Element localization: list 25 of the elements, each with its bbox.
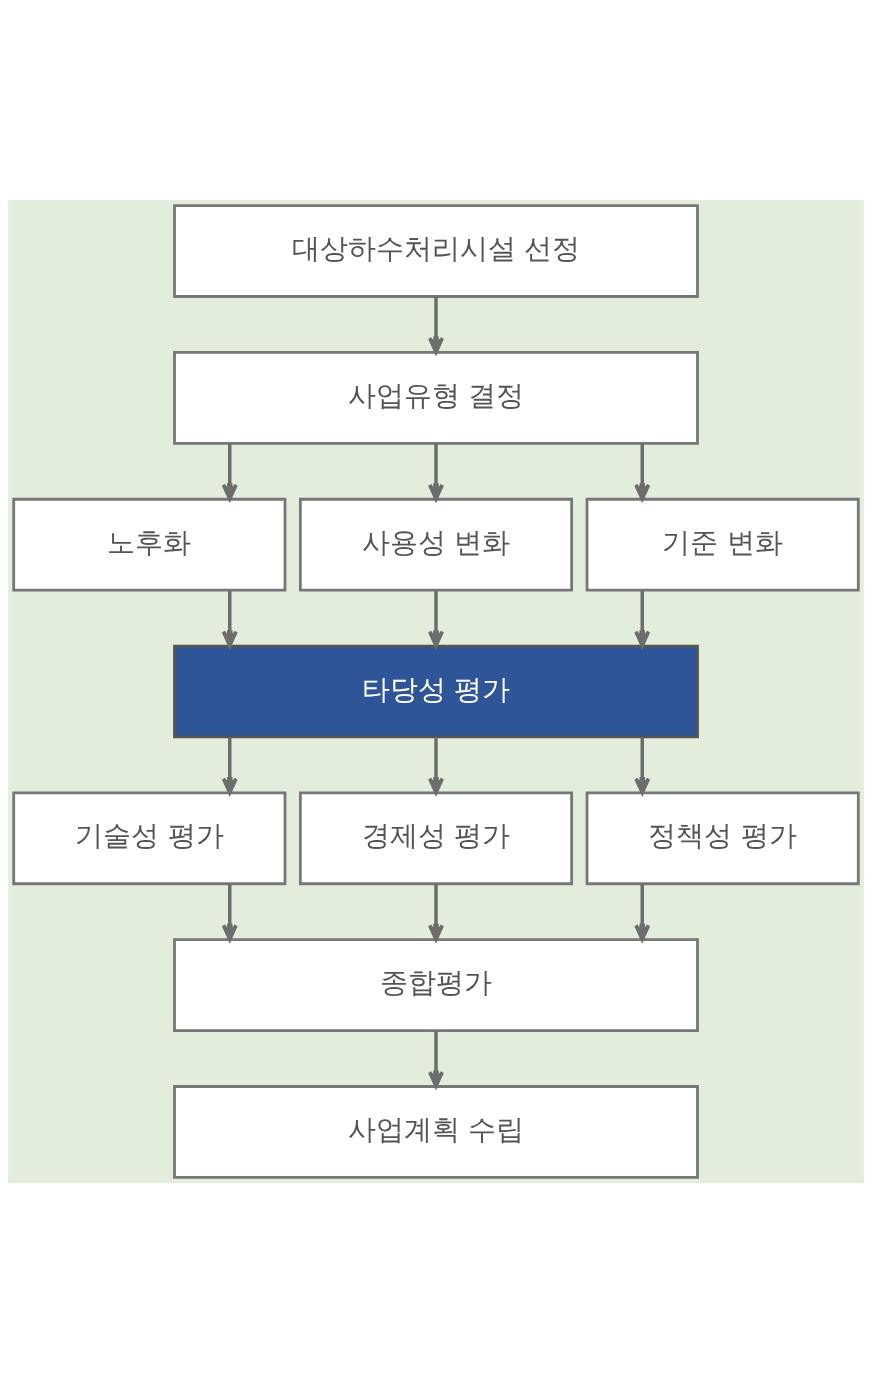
arrow [427, 590, 445, 648]
node-box: 노후화 [12, 497, 287, 592]
arrow [427, 296, 445, 354]
node-box: 정책성 평가 [585, 791, 860, 886]
node-box: 대상하수처리시설 선정 [173, 204, 699, 298]
node-box: 사업계획 수립 [173, 1085, 699, 1179]
arrow [634, 443, 651, 501]
arrow [221, 884, 238, 942]
arrow [634, 884, 651, 942]
arrow [221, 443, 238, 501]
node-box: 경제성 평가 [298, 791, 574, 886]
node-box: 사용성 변화 [298, 497, 574, 592]
arrow [221, 590, 238, 648]
node-box: 타당성 평가 [173, 644, 699, 739]
arrow [427, 884, 445, 942]
node-box: 기준 변화 [585, 497, 860, 592]
node-box: 기술성 평가 [12, 791, 287, 886]
arrow [634, 737, 651, 795]
arrow [427, 1030, 445, 1089]
node-box: 종합평가 [173, 938, 699, 1032]
arrow [221, 737, 238, 795]
arrow [427, 737, 445, 795]
node-box: 사업유형 결정 [173, 351, 699, 445]
arrow [634, 590, 651, 648]
arrow [427, 443, 445, 501]
